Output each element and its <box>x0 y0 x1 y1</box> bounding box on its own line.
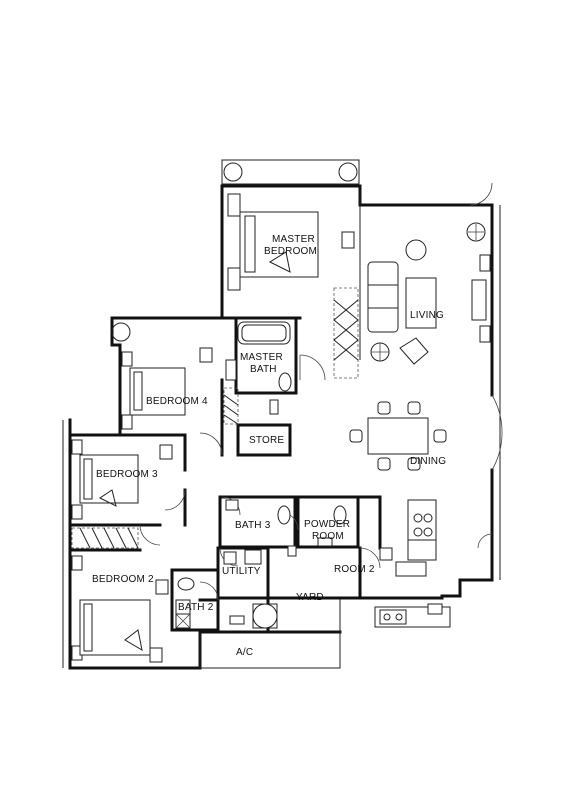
label-bath-3: BATH 3 <box>235 520 271 531</box>
store-fixtures <box>223 387 279 425</box>
bedroom-4-furniture <box>121 347 213 430</box>
label-bedroom-2: BEDROOM 2 <box>92 574 154 585</box>
label-powder-room-1: POWDER <box>304 519 350 530</box>
label-powder-room-2: ROOM <box>312 531 344 542</box>
living-dining-furniture <box>349 222 491 471</box>
bedroom-3-furniture <box>71 439 173 549</box>
label-bedroom-4: BEDROOM 4 <box>146 396 208 407</box>
label-utility: UTILITY <box>222 566 261 577</box>
bath-fixtures <box>175 499 347 629</box>
master-bath-fixtures <box>225 321 292 392</box>
label-yard: YARD <box>296 592 324 603</box>
label-master-bath-2: BATH <box>250 364 277 375</box>
label-dining: DINING <box>410 456 446 467</box>
interior-walls <box>68 316 382 634</box>
label-master-bedroom-1: MASTER <box>272 234 315 245</box>
label-store: STORE <box>249 435 284 446</box>
master-bedroom-furniture <box>227 193 359 379</box>
kitchen-fixtures <box>379 499 443 625</box>
label-bath-2: BATH 2 <box>178 602 214 613</box>
label-living: LIVING <box>410 310 444 321</box>
label-master-bedroom-2: BEDROOM <box>264 246 317 257</box>
room-labels: MASTER BEDROOM MASTER BATH LIVING DINING… <box>92 234 446 658</box>
label-bedroom-3: BEDROOM 3 <box>96 469 158 480</box>
label-ac: A/C <box>236 647 253 658</box>
walls <box>62 159 501 670</box>
bedroom-2-furniture <box>71 555 169 663</box>
doors <box>139 182 503 601</box>
label-room-2: ROOM 2 <box>334 564 375 575</box>
label-master-bath-1: MASTER <box>240 352 283 363</box>
